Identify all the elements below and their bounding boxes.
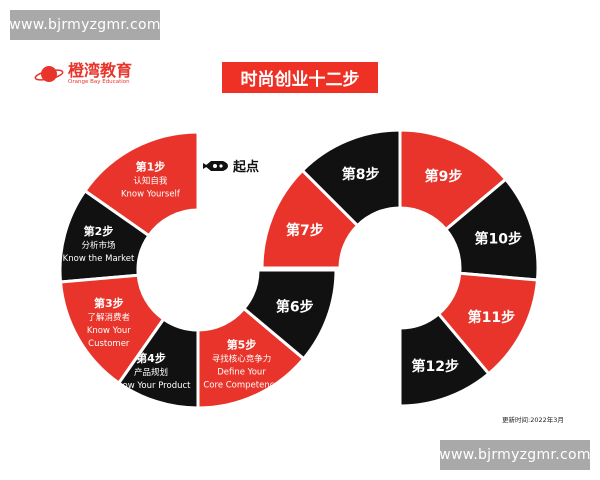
step-label: 认知自我: [133, 175, 168, 186]
update-time: 更新时间:2022年3月: [502, 416, 564, 424]
step-segment: [116, 317, 200, 410]
watermark-bottom: www.bjrmyzgmr.com: [439, 440, 590, 470]
step-segment: [58, 273, 166, 386]
logo-name: 橙湾教育: [68, 61, 133, 80]
step-label: 第8步: [342, 166, 380, 183]
step-segment: [241, 268, 338, 361]
step-segments: [58, 128, 540, 410]
step-10: 第10步: [474, 230, 521, 247]
step-12: 第12步: [411, 358, 458, 375]
step-label: 第1步: [136, 159, 166, 173]
step-label: 第4步: [136, 351, 166, 365]
step-label: Know Your Product: [112, 381, 192, 391]
step-label: 了解消费者: [88, 312, 131, 323]
step-label: Customer: [88, 339, 130, 349]
step-label: 第3步: [94, 296, 124, 310]
step-9: 第9步: [425, 168, 463, 185]
step-label: Know the Market: [63, 254, 135, 264]
step-label: Know Your: [87, 326, 131, 336]
step-label: 分析市场: [82, 240, 116, 251]
step-label: 产品规划: [134, 367, 168, 378]
page-title: 时尚创业十二步: [222, 62, 378, 93]
start-marker: 起点: [203, 156, 259, 175]
step-label: 第2步: [84, 224, 114, 238]
step-label: 第9步: [425, 168, 463, 185]
logo-subtitle: Orange Bay Education: [68, 79, 130, 85]
step-label: Core Competence: [203, 381, 279, 391]
step-label: 第12步: [411, 358, 458, 375]
logo: 橙湾教育 Orange Bay Education: [34, 62, 132, 86]
watermark-top: www.bjrmyzgmr.com: [9, 10, 160, 40]
step-label: 第11步: [468, 309, 515, 326]
planet-icon: [34, 66, 64, 82]
step-segment: [58, 188, 151, 284]
step-label: 第7步: [286, 222, 324, 239]
step-label: Know Yourself: [121, 189, 181, 199]
step-7: 第7步: [286, 222, 324, 239]
step-label: Define Your: [217, 368, 266, 378]
step-segment: [196, 306, 306, 410]
step-segment: [398, 311, 491, 408]
step-label: 寻找核心竞争力: [212, 354, 272, 365]
step-11: 第11步: [468, 309, 515, 326]
step-label: 第5步: [227, 338, 257, 352]
step-label: 第6步: [276, 298, 314, 315]
step-label: 第10步: [474, 230, 521, 247]
start-label: 起点: [233, 160, 260, 175]
rocket-icon: [203, 160, 228, 171]
step-6: 第6步: [276, 298, 314, 315]
step-8: 第8步: [342, 166, 380, 183]
